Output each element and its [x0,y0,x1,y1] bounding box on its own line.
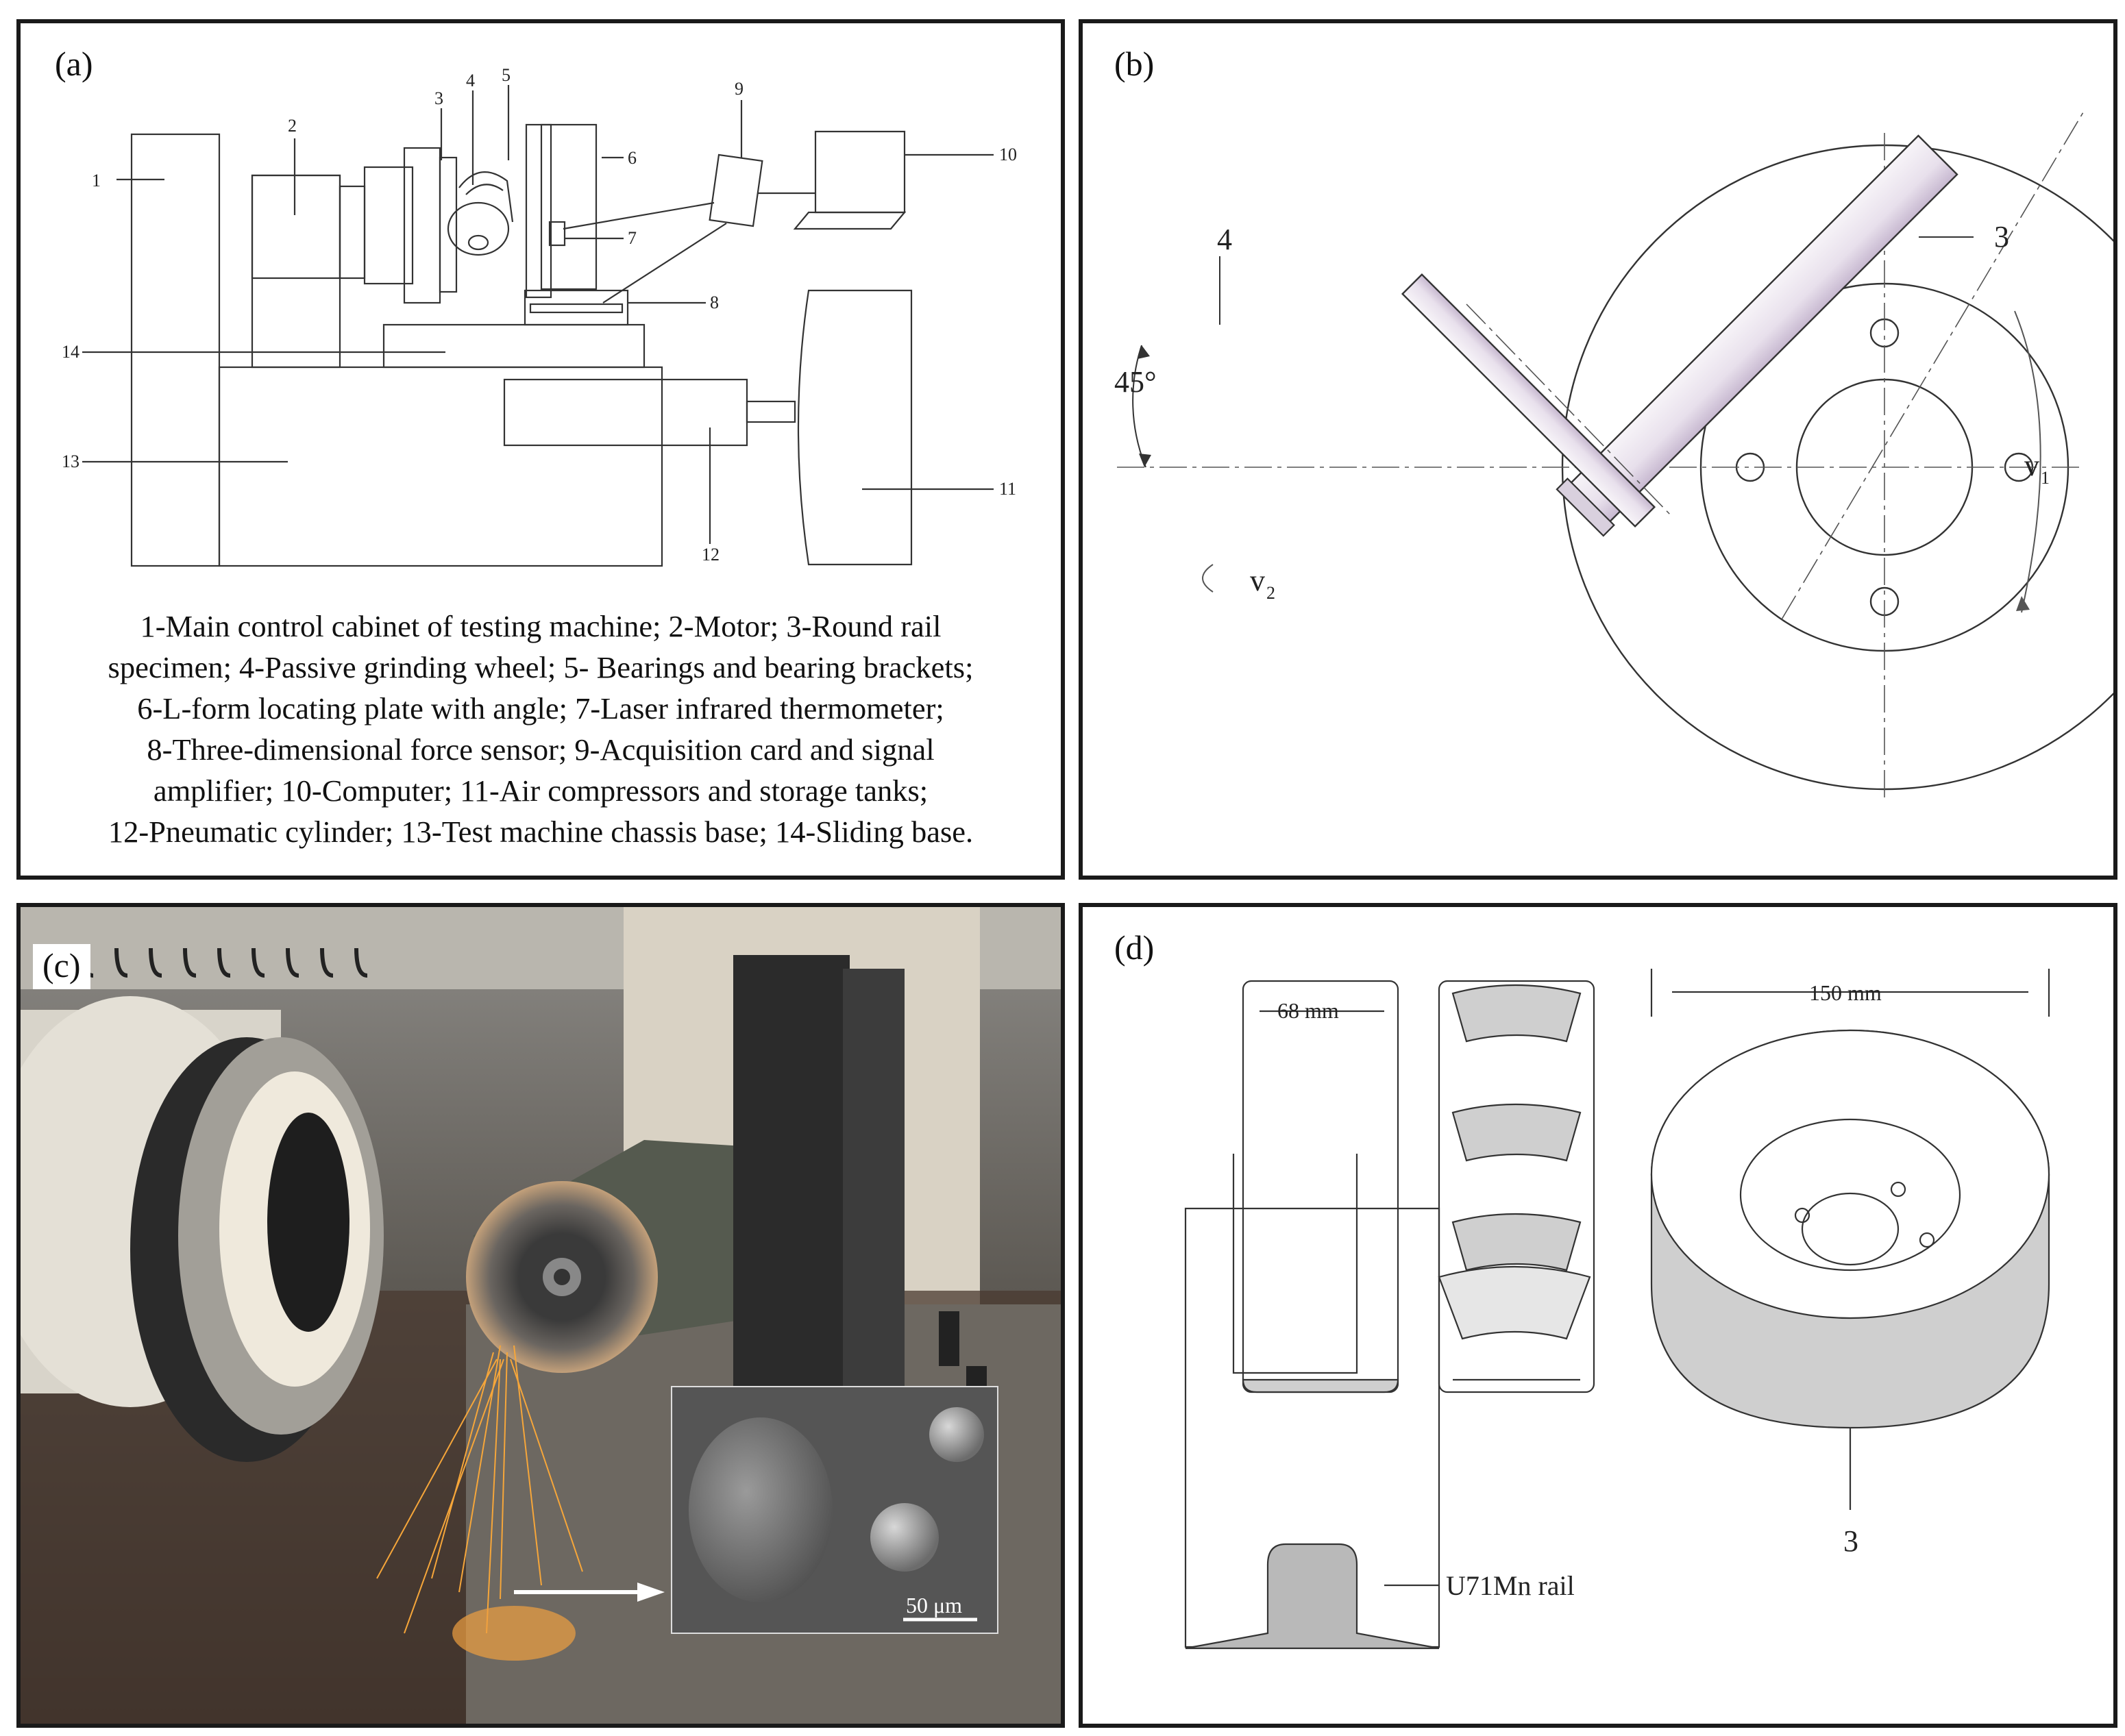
round-rail-specimen [403,147,441,304]
panel-c-label: (c) [33,944,90,989]
wheel-callout: 4 [1217,223,1232,256]
callout-8: 8 [710,293,719,312]
contact-geometry-drawing: 4 3 45° v 1 v 2 [1114,112,2113,797]
callout-7: 7 [628,228,637,248]
angle-label: 45° [1114,365,1157,399]
panel-a-machine-schematic: (a) [16,19,1065,880]
callout-13: 13 [62,451,79,471]
callout-10: 10 [999,145,1017,164]
velocity-v1-subscript: 1 [2041,468,2050,488]
specimen-callout: 3 [1994,220,2009,253]
caption-line: 12-Pneumatic cylinder; 13-Test machine c… [108,815,974,849]
rail-width-label: 68 mm [1277,998,1339,1023]
caption-line: 1-Main control cabinet of testing machin… [140,609,942,643]
rotation-arrow-v2 [1202,564,1214,593]
panel-d-specimen-prep: (d) [1079,903,2117,1728]
u71mn-rail [1184,1207,1440,1648]
scale-bar-label: 50 μm [906,1593,962,1617]
force-sensor [524,289,629,326]
callout-11: 11 [999,479,1016,499]
panel-a-caption: 1-Main control cabinet of testing machin… [48,606,1033,852]
rotation-arrow-v1 [2014,310,2041,613]
callout-3: 3 [434,88,443,108]
caption-line: 6-L-form locating plate with angle; 7-La… [137,691,944,726]
chassis-base [218,366,663,567]
specimen-drawing: 68 mm 150 mm U71Mn rail 3 [1184,969,2050,1650]
disc-diameter-label: 150 mm [1809,980,1882,1005]
caption-line: specimen; 4-Passive grinding wheel; 5- B… [108,650,974,684]
callout-14: 14 [62,342,79,362]
callout-6: 6 [628,148,637,168]
caption-line: amplifier; 10-Computer; 11-Air compresso… [153,773,929,808]
sliding-base [382,323,646,369]
rail-block [1242,980,1399,1393]
machine-schematic: 1 2 3 4 5 6 7 8 9 10 11 12 13 14 [62,65,1017,567]
grinding-wheel-side [1401,273,1656,528]
callout-1: 1 [92,171,101,190]
callout-2: 2 [288,116,297,136]
slice-piece [1438,1265,1591,1340]
panel-b-label: (b) [1114,45,1155,83]
sem-particle [689,1417,833,1602]
grinding-photo: 50 μm [21,907,1061,1724]
disc-bore [1739,1118,1961,1272]
panel-d-label: (d) [1114,928,1155,967]
motor [251,174,341,369]
specimen-callout-d: 3 [1843,1524,1858,1558]
caption-line: 8-Three-dimensional force sensor; 9-Acqu… [147,732,935,767]
angle-arc [1132,345,1146,468]
spindle-housing [363,166,414,285]
callout-4: 4 [466,71,475,90]
acquisition-card [709,153,763,227]
panel-c-photo: 50 μm (c) [16,903,1065,1728]
velocity-v2: v [1250,564,1265,597]
grinding-wheel [447,201,510,256]
sem-sphere [870,1503,939,1572]
callout-9: 9 [735,79,744,99]
panel-a-label: (a) [55,45,93,83]
thermometer [548,221,566,247]
air-compressor [797,289,913,566]
velocity-v2-subscript: 2 [1266,583,1275,603]
panel-b-contact-geometry: (b) [1079,19,2117,880]
control-cabinet [130,133,221,567]
computer [814,130,906,214]
sparks [376,1345,583,1634]
velocity-v1: v [2024,449,2039,482]
locating-plate [733,955,850,1435]
l-form-plate [525,123,552,299]
rail-label: U71Mn rail [1446,1570,1575,1601]
sliced-block [1438,980,1595,1393]
sem-sphere [929,1407,984,1462]
callout-5: 5 [502,65,511,85]
callout-12: 12 [702,545,720,565]
